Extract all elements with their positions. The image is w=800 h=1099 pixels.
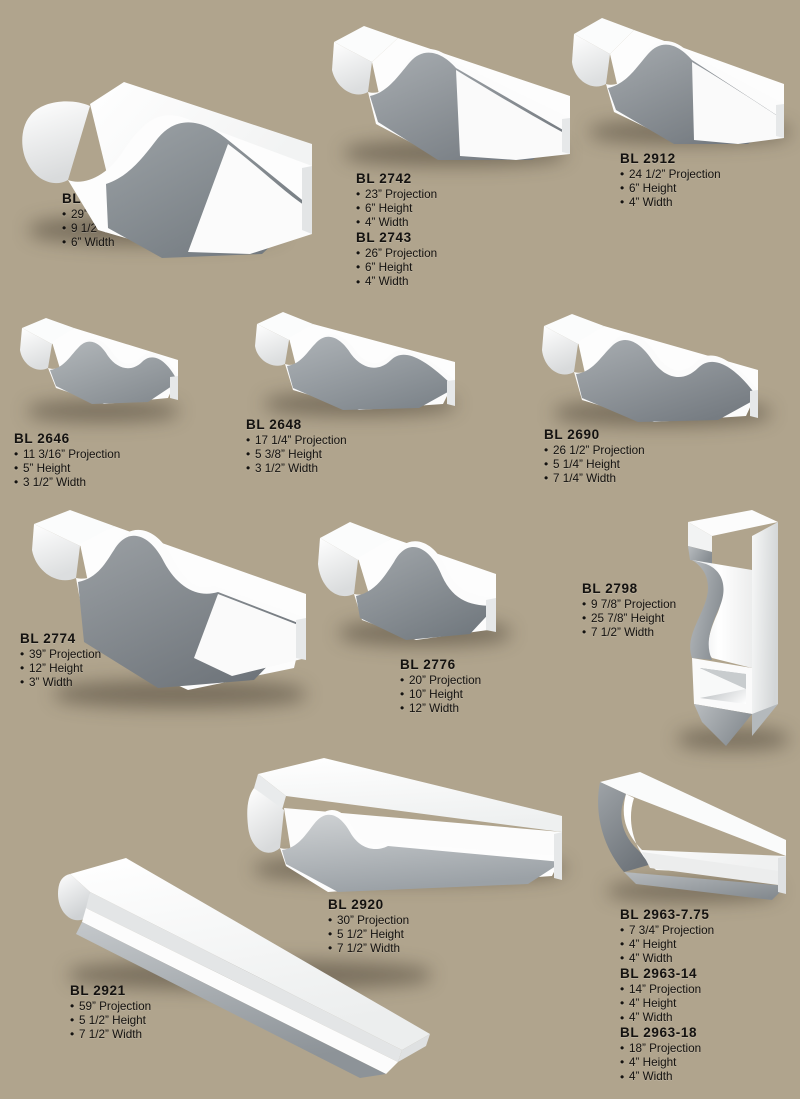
spec-width: 4” Width [356, 276, 437, 288]
spec-projection: 11 3/16” Projection [14, 448, 120, 461]
spec-height: 5 1/2” Height [328, 928, 409, 941]
product-code: BL 2776 [400, 657, 456, 672]
product-image-bl-2776 [306, 518, 526, 648]
product-code: BL 2920 [328, 897, 384, 912]
spec-height: 6” Height [620, 182, 721, 195]
product-image-bl-2774 [18, 508, 328, 708]
spec-projection: 24 1/2” Projection [620, 168, 721, 181]
product-code: BL 2690 [544, 427, 600, 442]
spec-width: 7 1/4” Width [544, 472, 645, 485]
spec-projection: 17 1/4” Projection [246, 434, 347, 447]
label-bl-2648: BL 2648 17 1/4” Projection 5 3/8” Height… [246, 418, 347, 477]
label-bl-2742: BL 2742 23” Projection 6” Height 4” Widt… [356, 172, 437, 290]
label-bl-2921: BL 2921 59” Projection 5 1/2” Height 7 1… [70, 984, 151, 1043]
spec-projection: 14” Projection [620, 983, 714, 996]
spec-width: 12” Width [400, 702, 481, 715]
product-image-bl-2742 [320, 18, 600, 178]
product-code: BL 2648 [246, 417, 302, 432]
label-bl-2776: BL 2776 20” Projection 10” Height 12” Wi… [400, 658, 481, 717]
spec-height: 5 1/4” Height [544, 458, 645, 471]
label-bl-2963: BL 2963-7.75 7 3/4” Projection 4” Height… [620, 908, 714, 1085]
spec-width: 4” Width [620, 952, 714, 965]
product-code: BL 2921 [70, 983, 126, 998]
spec-projection: 26” Projection [356, 247, 437, 260]
product-image-bl-2690 [528, 306, 790, 432]
spec-projection: 18” Projection [620, 1042, 714, 1055]
spec-width: 3” Width [20, 676, 101, 689]
product-image-bl-2646 [8, 312, 208, 422]
label-bl-2646: BL 2646 11 3/16” Projection 5” Height 3 … [14, 432, 120, 491]
spec-projection: 59” Projection [70, 1000, 151, 1013]
product-code: BL 2963-18 [620, 1025, 698, 1041]
product-image-bl-2668 [12, 58, 332, 268]
label-bl-2690: BL 2690 26 1/2” Projection 5 1/4” Height… [544, 428, 645, 487]
spec-width: 4” Width [620, 196, 721, 209]
spec-height: 6” Height [356, 202, 437, 215]
spec-projection: 9 7/8” Projection [582, 598, 676, 611]
spec-projection: 26 1/2” Projection [544, 444, 645, 457]
spec-width: 3 1/2” Width [246, 462, 347, 475]
label-bl-2798: BL 2798 9 7/8” Projection 25 7/8” Height… [582, 582, 676, 641]
product-code: BL 2798 [582, 581, 638, 596]
spec-height: 5 3/8” Height [246, 448, 347, 461]
product-image-bl-2921 [30, 848, 460, 1078]
spec-height: 5” Height [14, 462, 120, 475]
spec-projection: 7 3/4” Projection [620, 924, 714, 937]
spec-width: 7 1/2” Width [328, 942, 409, 955]
product-code: BL 2742 [356, 171, 412, 186]
label-bl-2920: BL 2920 30” Projection 5 1/2” Height 7 1… [328, 898, 409, 957]
product-image-bl-2920 [228, 752, 578, 902]
spec-height: 10” Height [400, 688, 481, 701]
product-image-bl-2798 [668, 508, 798, 753]
product-code: BL 2963-7.75 [620, 907, 710, 922]
spec-width: 4” Width [620, 1012, 714, 1024]
product-code: BL 2646 [14, 431, 70, 446]
label-bl-2912: BL 2912 24 1/2” Projection 6” Height 4” … [620, 152, 721, 211]
spec-width: 3 1/2” Width [14, 476, 120, 489]
spec-height: 6” Height [356, 261, 437, 274]
product-code: BL 2774 [20, 631, 76, 646]
spec-height: 5 1/2” Height [70, 1014, 151, 1027]
spec-projection: 30” Projection [328, 914, 409, 927]
spec-width: 7 1/2” Width [70, 1028, 151, 1041]
product-code: BL 2912 [620, 151, 676, 166]
spec-height: 4” Height [620, 997, 714, 1010]
product-image-bl-2648 [243, 306, 487, 424]
spec-height: 12” Height [20, 662, 101, 675]
product-code: BL 2743 [356, 230, 412, 246]
spec-height: 4” Height [620, 938, 714, 951]
label-bl-2774: BL 2774 39” Projection 12” Height 3” Wid… [20, 632, 101, 691]
product-image-bl-2963 [590, 768, 800, 908]
product-image-bl-2912 [562, 8, 800, 158]
spec-height: 25 7/8” Height [582, 612, 676, 625]
spec-width: 6” Width [62, 236, 143, 249]
product-code: BL 2963-14 [620, 966, 698, 982]
spec-height: 4” Height [620, 1056, 714, 1069]
spec-width: 4” Width [356, 216, 437, 229]
spec-projection: 23” Projection [356, 188, 437, 201]
spec-projection: 20” Projection [400, 674, 481, 687]
spec-width: 7 1/2” Width [582, 626, 676, 639]
spec-projection: 39” Projection [20, 648, 101, 661]
spec-width: 4” Width [620, 1071, 714, 1083]
